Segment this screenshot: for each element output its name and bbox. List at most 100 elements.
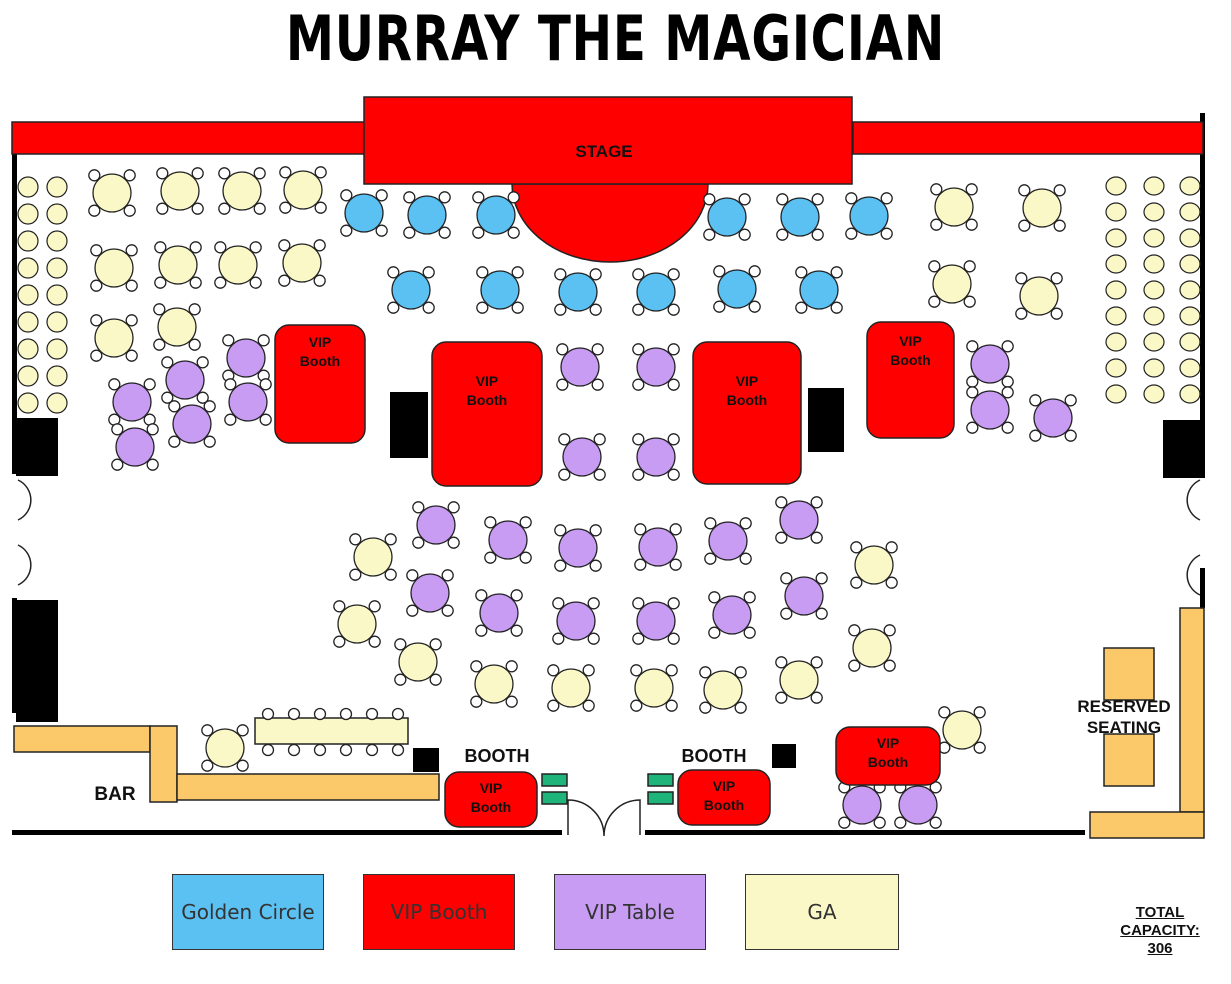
wall-block (390, 392, 428, 458)
chair (734, 666, 747, 679)
chair (1029, 394, 1042, 407)
chair (412, 501, 425, 514)
booth-heading: BOOTH (682, 746, 747, 766)
wall-block (413, 748, 439, 772)
chair (966, 386, 979, 399)
door-swing (17, 544, 32, 586)
ga-table (852, 628, 892, 668)
chair (484, 516, 497, 529)
chair (189, 241, 202, 254)
chair (510, 589, 523, 602)
ga-seat (1143, 358, 1165, 378)
chair (930, 183, 943, 196)
chair (394, 638, 407, 651)
vip-booth-label: Booth (890, 352, 930, 368)
chair (511, 301, 524, 314)
chair (447, 536, 460, 549)
chair (125, 349, 138, 362)
chair (384, 533, 397, 546)
chair (928, 295, 941, 308)
chair (313, 274, 326, 287)
chair (780, 607, 793, 620)
chair (156, 167, 169, 180)
chair (810, 691, 823, 704)
chair (667, 468, 680, 481)
chair (632, 468, 645, 481)
vip-table (558, 528, 598, 568)
chair (811, 193, 824, 206)
wall-block (16, 418, 58, 476)
chair (883, 624, 896, 637)
chair (667, 268, 680, 281)
reserved-seating-block (1103, 733, 1155, 787)
chair (811, 228, 824, 241)
ga-table (779, 660, 819, 700)
ga-table (218, 245, 258, 285)
chair (279, 166, 292, 179)
chair (1018, 219, 1031, 232)
chair (630, 664, 643, 677)
chair (699, 701, 712, 714)
chair (236, 724, 249, 737)
chair (815, 607, 828, 620)
chair (146, 423, 159, 436)
chair (738, 193, 751, 206)
vip-booth (444, 771, 538, 828)
chair (368, 635, 381, 648)
chair (313, 239, 326, 252)
chair (391, 707, 405, 721)
door-swing (1186, 554, 1201, 596)
chair (222, 334, 235, 347)
chair (810, 656, 823, 669)
chair (743, 591, 756, 604)
chair (236, 759, 249, 772)
chair (815, 572, 828, 585)
chair (591, 378, 604, 391)
chair (929, 816, 942, 829)
ga-seat (46, 203, 68, 225)
golden-circle-table (849, 196, 889, 236)
golden-circle-table (480, 270, 520, 310)
booth-heading: BOOTH (465, 746, 530, 766)
golden-circle-table (476, 195, 516, 235)
chair (406, 604, 419, 617)
ga-table (92, 173, 132, 213)
chair (214, 276, 227, 289)
ga-seat (46, 365, 68, 387)
chair (438, 191, 451, 204)
ga-seat (1105, 384, 1127, 404)
chair (154, 241, 167, 254)
chair (313, 707, 327, 721)
chair (1064, 394, 1077, 407)
chair (507, 191, 520, 204)
vip-table (562, 437, 602, 477)
golden-circle-table (636, 272, 676, 312)
door-swing (17, 479, 32, 521)
chair (738, 228, 751, 241)
wall-segment (1200, 568, 1205, 608)
ga-seat (1105, 358, 1127, 378)
chair (552, 597, 565, 610)
chair (203, 400, 216, 413)
chair (470, 660, 483, 673)
chair (743, 626, 756, 639)
chair (156, 202, 169, 215)
chair (873, 816, 886, 829)
vip-table (416, 505, 456, 545)
vip-booth-label: VIP (309, 334, 332, 350)
chair (391, 743, 405, 757)
chair (257, 334, 270, 347)
chair (412, 536, 425, 549)
ga-table (205, 728, 245, 768)
ga-seat (1105, 228, 1127, 248)
ga-seat (17, 392, 39, 414)
ga-seat (1143, 384, 1165, 404)
chair (403, 226, 416, 239)
chair (510, 624, 523, 637)
chair (632, 597, 645, 610)
chair (88, 204, 101, 217)
chair (775, 496, 788, 509)
chair (249, 276, 262, 289)
chair (850, 541, 863, 554)
